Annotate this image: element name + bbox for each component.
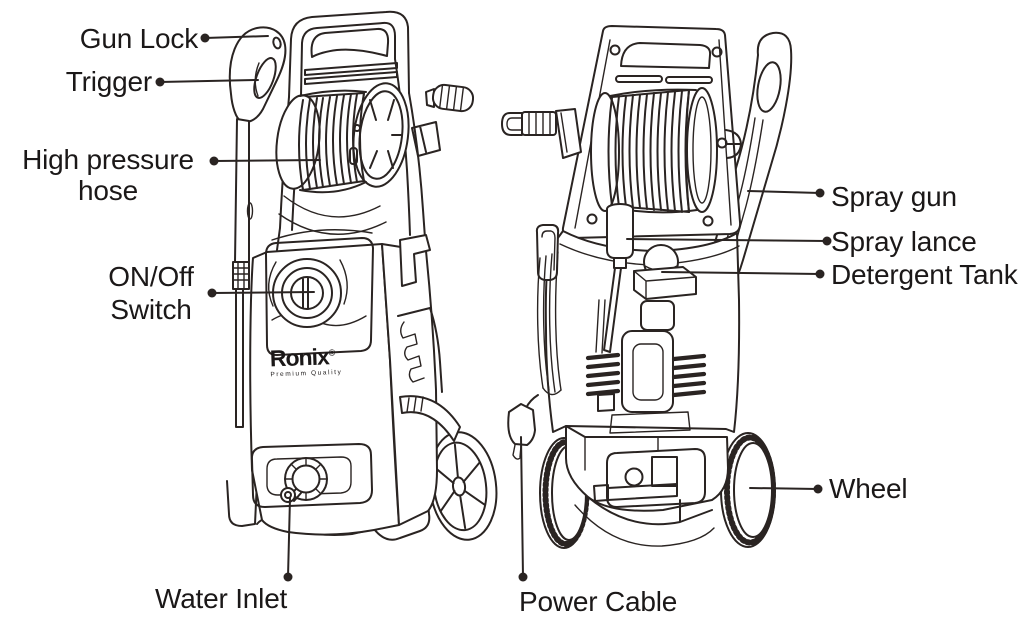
gun-lock-button [272,36,282,50]
label-water-inlet: Water Inlet [155,583,288,614]
leader-water-inlet [283,497,293,582]
side-hooks [397,234,443,393]
leader-spray-gun [747,188,825,198]
reel-crank-knob [411,83,475,157]
reel-axle-cap [725,129,742,159]
detergent-tank [633,244,697,300]
rear-hose-reel [590,87,742,214]
trigger-slot [253,57,277,99]
leader-lines [155,33,832,582]
rear-right-wheel [720,432,776,548]
front-neck-line [271,229,373,241]
label-gun-lock: Gun Lock [79,23,198,54]
label-spray-lance: Spray lance [831,226,977,257]
label-high-pressure-hose: High pressure hose [22,144,194,206]
water-inlet [250,443,373,508]
label-spray-gun: Spray gun [831,181,957,212]
label-wheel: Wheel [829,473,908,504]
front-view-illustration [226,10,498,541]
spray-lance [597,203,634,412]
stored-spray-gun [228,26,287,428]
leader-gun-lock [200,33,269,43]
rear-bottom-panel [565,425,729,547]
rear-view-illustration [501,25,793,549]
power-cable [507,224,562,460]
motor-housing [585,299,707,434]
brand-name: Ronix [269,343,330,372]
leader-detergent-tank [661,269,825,279]
leader-high-pressure-hose [209,156,321,166]
label-power-cable: Power Cable [519,586,678,617]
leader-wheel [749,484,823,494]
registered-mark-icon: ® [328,347,336,358]
label-detergent-tank: Detergent Tank [831,259,1018,290]
label-trigger: Trigger [65,66,152,97]
leader-trigger [155,77,259,87]
front-fender [399,395,461,442]
ronix-logo: Ronix® Premium Quality [269,343,350,379]
front-body [249,243,438,536]
label-on-off-switch: ON/Off Switch [108,261,194,325]
leader-spray-lance [626,236,832,246]
high-pressure-hose-reel [275,82,410,235]
leader-power-cable [518,436,528,582]
leader-on-off-switch [207,288,315,298]
reel-crank-handle [501,108,582,159]
